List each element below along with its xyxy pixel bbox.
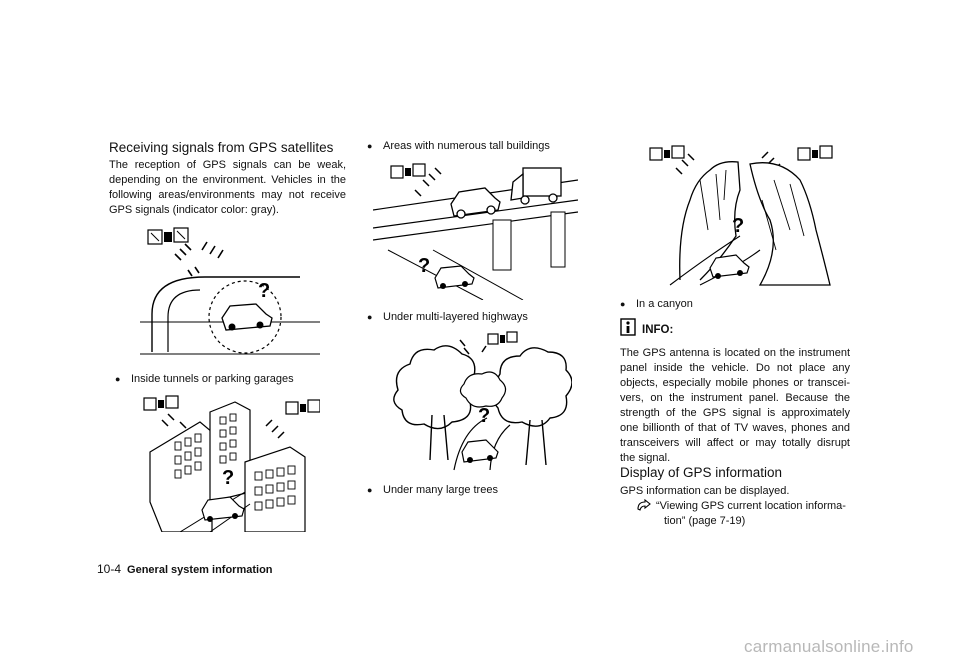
satellite-icon [147,227,189,245]
satellite-icon [390,163,426,179]
tunnel-illustration: ? [140,222,320,357]
car-icon [434,265,475,289]
bullet-tunnels: ● Inside tunnels or parking garages [115,373,294,385]
bullet-icon: ● [367,141,373,151]
bullet-icon: ● [367,312,373,322]
satellite-icon [487,331,518,345]
car-icon [201,496,245,522]
bullet-canyon: ● In a canyon [620,298,693,310]
canyon-illustration: ? [640,140,840,290]
bullet-tall-buildings: ● Areas with numerous tall buildings [367,140,550,152]
reference-icon [636,499,652,513]
svg-text:?: ? [478,405,490,427]
svg-text:?: ? [418,255,430,277]
satellite-icon [285,399,320,415]
page-reference: “Viewing GPS current location informa- t… [636,499,846,529]
highway-illustration: ? [373,160,578,300]
trees-illustration: ? [392,330,572,475]
truck-icon [510,167,562,205]
section-heading-display-gps: Display of GPS information [620,465,783,480]
page-number: 10-4 [97,562,122,576]
section-heading-receiving-signals: Receiving signals from GPS satellites [109,140,334,155]
reference-line-1: “Viewing GPS current location informa- [656,500,846,512]
satellite-icon [143,395,179,411]
satellite-icon [649,145,685,161]
info-label: INFO: [642,324,674,336]
bullet-icon: ● [115,374,121,384]
footer-section-title: General system information [127,564,273,576]
bullet-highways: ● Under multi-layered highways [367,311,528,323]
tall-buildings-illustration: ? [140,392,320,532]
info-icon [620,318,636,336]
bullet-icon: ● [620,299,626,309]
bullet-trees: ● Under many large trees [367,484,498,496]
display-gps-text: GPS information can be displayed. [620,485,790,497]
intro-paragraph: The reception of GPS signals can be weak… [109,159,346,216]
car-icon [450,187,501,219]
info-paragraph: The GPS antenna is located on the instru… [620,347,850,464]
car-icon [221,303,273,331]
car-icon [461,439,499,463]
car-icon [709,254,750,279]
svg-text:?: ? [732,215,744,237]
reference-line-2: tion” (page 7-19) [664,515,746,527]
watermark[interactable]: carmanualsonline.info [744,637,914,656]
svg-text:?: ? [222,467,234,489]
page-footer: 10-4 General system information [97,562,273,576]
svg-text:?: ? [258,280,270,302]
bullet-icon: ● [367,485,373,495]
info-header: INFO: [620,318,673,336]
satellite-icon [797,145,833,161]
